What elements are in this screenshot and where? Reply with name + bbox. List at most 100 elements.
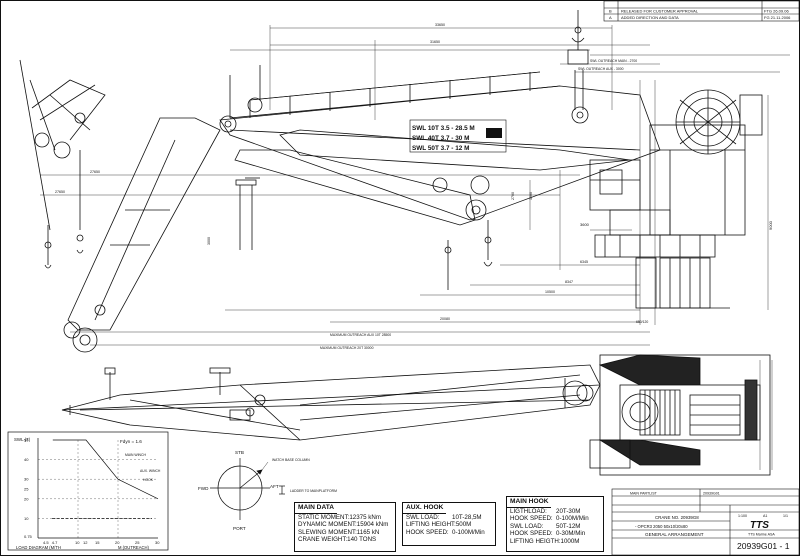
load-diagram-x-tick: 15 <box>95 540 100 545</box>
main-data-row: SLEWING MOMENT:1165 kN <box>295 529 395 537</box>
compass-ladder: LADDER TO MAINPLATFORM <box>290 489 337 493</box>
load-diagram-y-tick: 40 <box>24 457 29 462</box>
tb-title: GENERAL ARRANGEMENT <box>645 532 704 537</box>
load-diagram-fdyn: Fdyn = 1.6 <box>120 439 142 444</box>
crane-plan-view <box>61 354 773 476</box>
aux-hook-row: HOOK SPEED:0-100M/Min <box>403 529 495 537</box>
compass-fwd: FWD <box>198 486 209 491</box>
tb-description: - OPCR3 2050 50x10/20x80 <box>635 524 688 529</box>
main-hook-value: 1000M <box>560 537 580 545</box>
swl-plate <box>409 119 507 153</box>
max-outreach-main: MAXIMUM OUTREACH 20T 30000 <box>320 346 374 350</box>
tb-drawing-no: 20939G01 - 1 <box>737 541 790 551</box>
tb-crane-no: CRANE NO. 20939G8 <box>655 515 699 520</box>
title-block <box>611 488 800 556</box>
aux-hook-box: AUX. HOOK SWL LOAD: 10T-28,5M LIFTING HEI… <box>402 502 496 546</box>
load-curve-main-winch <box>52 439 159 500</box>
main-data-key: SLEWING MOMENT: <box>298 528 357 536</box>
tb-sheet: 1/1 <box>783 514 788 518</box>
curve-label-hook: HOOK <box>143 478 154 482</box>
compass-watch-base: WATCH BASE COLUMN <box>272 458 310 462</box>
load-diagram-y-tick: 10 <box>24 516 29 521</box>
aux-hook-row: LIFTING HEIGHT:500M <box>403 521 495 529</box>
dim-3600: 3600 <box>580 222 590 227</box>
load-diagram-x-tick: 25 <box>135 540 140 545</box>
tb-scale: 1:100 <box>738 514 747 518</box>
main-hook-row: LIFTING HEIGTH:1000M <box>507 538 603 546</box>
dim-6345: 6345 <box>580 260 588 264</box>
load-diagram-title: LOAD DIAGRAM (M/TH <box>16 545 61 550</box>
dim-20080: 20080 <box>440 317 450 321</box>
load-diagram-ylabel: SWL (T) <box>14 437 31 442</box>
load-diagram-x-tick: 4.7 <box>52 540 58 545</box>
main-hook-row: HOOK SPEED:0-100M/Min <box>507 515 603 523</box>
aux-hook-key: SWL LOAD: <box>406 513 440 521</box>
dim-31650: 31650 <box>430 40 440 44</box>
tb-part-no: 20939G01 <box>703 492 720 496</box>
compass-aft: AFT <box>270 484 279 489</box>
main-hook-box: MAIN HOOK LIGTHLOAD: 20T-30M HOOK SPEED:0… <box>506 496 604 552</box>
luffing-boom <box>63 117 221 353</box>
stowed-boom <box>19 59 106 269</box>
rev-b-text: RELEASED FOR CUSTOMER APPROVAL <box>621 9 699 14</box>
compass-port: PORT <box>233 526 246 531</box>
main-data-value: 1165 kN <box>356 528 380 536</box>
dim-10500: 10500 <box>545 290 555 294</box>
rev-b-letter: B <box>609 9 612 14</box>
crane-side-view: 33650 31650 27650 27650 9000 3600 6345 8… <box>19 10 790 353</box>
main-hook-value: 50T-12M <box>556 522 581 530</box>
swl-outreach-main: SWL OUTREACH MAIN - 2700 <box>590 59 637 63</box>
curve-label-main-winch: MAIN WINCH <box>125 453 146 457</box>
main-hook-value: 0-100M/Min <box>556 515 589 523</box>
load-diagram-y-tick: 0.75 <box>24 534 33 539</box>
load-diagram-y-tick: 25 <box>24 487 29 492</box>
main-data-value: 140 TONS <box>347 536 377 544</box>
load-diagram-x-tick: 20 <box>115 540 120 545</box>
main-data-value: 12375 kNm <box>349 513 381 521</box>
main-hook-key: HOOK SPEED: <box>510 530 553 538</box>
main-hook-row: HOOK SPEED:0-30M/Min <box>507 530 603 538</box>
main-data-row: STATIC MOMENT:12375 kNm <box>295 514 395 522</box>
aux-hook-key: LIFTING HEIGHT: <box>406 521 456 529</box>
rev-a-text: ADDED DIRECTION AND DATA <box>621 15 679 20</box>
load-diagram-x-tick: 12 <box>83 540 88 545</box>
main-hook-key: HOOK SPEED: <box>510 515 553 523</box>
dim-1000: 1000 <box>529 192 533 200</box>
aux-hook-value: 10T-28,5M <box>452 513 482 521</box>
aux-hook-value: 500M <box>455 521 472 529</box>
rev-a-letter: A <box>609 15 612 20</box>
main-data-row: CRANE WEIGHT:140 TONS <box>295 536 395 544</box>
rev-a-date: FG 21.11.2006 <box>764 15 791 20</box>
dim-2700: 2700 <box>511 192 515 200</box>
aux-hook-key: HOOK SPEED: <box>406 528 449 536</box>
aux-hook-title: AUX. HOOK <box>403 503 447 514</box>
load-diagram-x-tick: 10 <box>75 540 80 545</box>
dim-8347: 8347 <box>565 280 573 284</box>
main-data-key: CRANE WEIGHT: <box>298 536 348 544</box>
main-hook-value: 0-30M/Min <box>556 530 586 538</box>
main-hook-title: MAIN HOOK <box>507 497 552 508</box>
revision-table <box>603 0 800 22</box>
curve-label-aux-winch: AUX. WINCH <box>140 469 161 473</box>
dim-27650-b: 27650 <box>55 190 65 194</box>
load-diagram-y-tick: 50 <box>24 438 29 443</box>
main-data-key: STATIC MOMENT: <box>298 513 350 521</box>
main-hook-row: LIGTHLOAD: 20T-30M <box>507 508 603 516</box>
swl-line-3: SWL 50T 3.7 - 12 M <box>412 145 469 152</box>
aux-hook-row: SWL LOAD: 10T-28,5M <box>403 514 495 522</box>
main-data-box: MAIN DATA STATIC MOMENT:12375 kNm DYNAMI… <box>294 502 396 552</box>
load-diagram-x-tick: 4.5 <box>43 540 49 545</box>
main-hook-value: 20T-30M <box>556 507 581 515</box>
main-data-key: DYNAMIC MOMENT: <box>298 521 357 529</box>
load-diagram-xlabel: M (OUTREACH) <box>118 545 150 550</box>
rev-b-date: FTG 26.09.06 <box>764 9 789 14</box>
main-data-row: DYNAMIC MOMENT:15904 kNm <box>295 521 395 529</box>
dim-9000: 9000 <box>768 220 773 230</box>
main-hook-key: LIGTHLOAD: <box>510 507 547 515</box>
dim-27650-a: 27650 <box>90 170 100 174</box>
aux-hook-value: 0-100M/Min <box>452 528 485 536</box>
load-diagram-x-tick: 30 <box>155 540 160 545</box>
main-data-value: 15904 kNm <box>356 521 389 529</box>
